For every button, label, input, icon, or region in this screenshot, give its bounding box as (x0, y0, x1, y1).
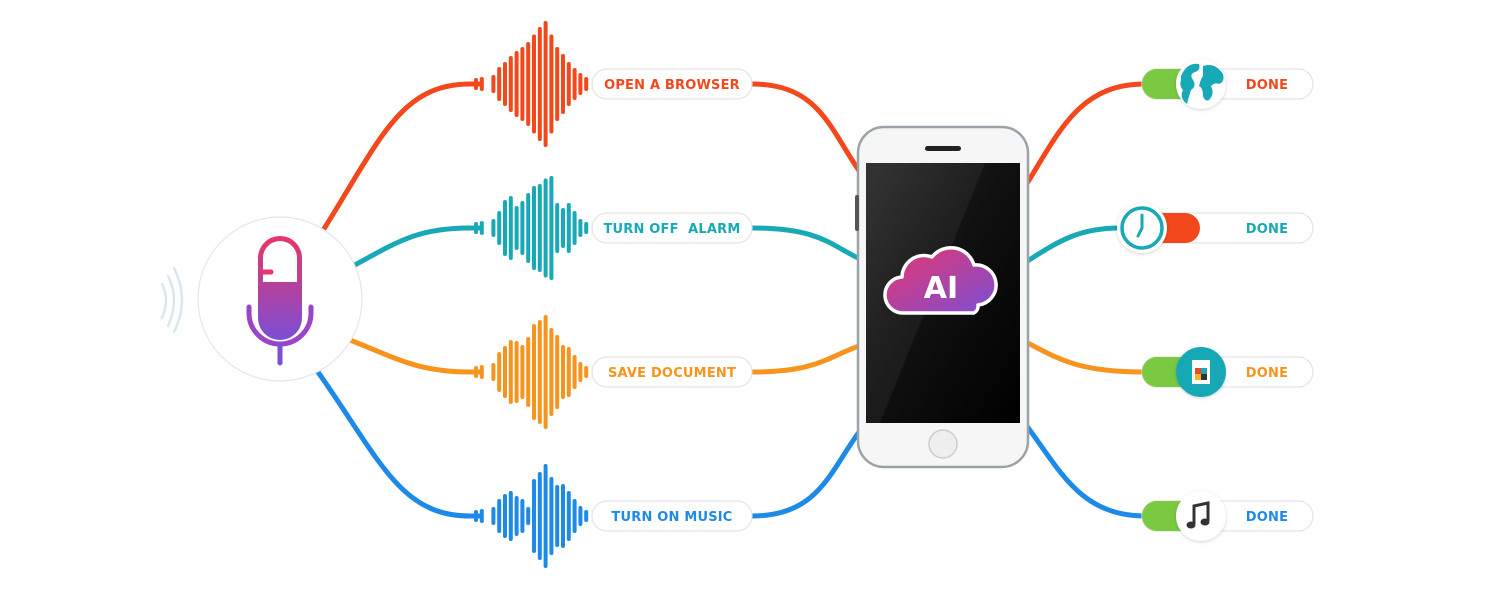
microphone-button[interactable] (197, 216, 363, 382)
command-pill-4[interactable]: TURN ON MUSIC (591, 500, 753, 532)
waveform-3 (470, 315, 589, 429)
clock-icon (1117, 203, 1167, 253)
command-pill-3[interactable]: SAVE DOCUMENT (591, 356, 753, 388)
connector-document-phone (749, 342, 865, 375)
connector-music-phone (749, 425, 865, 519)
waveform-2 (470, 176, 589, 280)
connector-mic-document (347, 337, 473, 375)
command-pill-1[interactable]: OPEN A BROWSER (591, 68, 753, 100)
command-label: TURN ON MUSIC (611, 510, 732, 525)
connector-mic-browser (319, 81, 473, 235)
music-note-icon (1176, 491, 1226, 541)
connector-mic-music (315, 369, 473, 519)
connector-alarm-phone (749, 225, 865, 263)
status-label: DONE (1246, 366, 1288, 381)
connector-phone-document (1023, 339, 1148, 375)
cloud-icon (883, 246, 998, 315)
phone-speaker (925, 146, 961, 151)
command-pill-2[interactable]: TURN OFF ALARM (591, 212, 753, 244)
command-label: OPEN A BROWSER (604, 78, 740, 93)
status-label: DONE (1246, 510, 1288, 525)
connector-phone-globe (1023, 81, 1148, 188)
connector-phone-music (1023, 422, 1148, 519)
result-toggle-3[interactable]: DONE (1141, 347, 1314, 397)
home-button[interactable] (928, 429, 958, 459)
smartphone: AI (855, 125, 1030, 469)
connector-phone-clock (1023, 225, 1123, 265)
waveform-4 (470, 464, 589, 568)
connector-mic-alarm (352, 225, 473, 268)
waveform-1 (470, 21, 589, 147)
document-icon (1176, 347, 1226, 397)
sound-waves-icon (160, 266, 184, 334)
microphone-icon (246, 236, 314, 366)
command-label: SAVE DOCUMENT (608, 366, 736, 381)
status-label: DONE (1246, 222, 1288, 237)
ai-badge-text: AI (924, 271, 958, 306)
connector-browser-phone (749, 81, 865, 178)
globe-icon (1176, 59, 1226, 109)
result-toggle-1[interactable]: DONE (1141, 59, 1314, 109)
command-label: TURN OFF ALARM (603, 222, 740, 237)
result-toggle-2[interactable]: DONE (1117, 203, 1314, 253)
status-label: DONE (1246, 78, 1288, 93)
result-toggle-4[interactable]: DONE (1141, 491, 1314, 541)
